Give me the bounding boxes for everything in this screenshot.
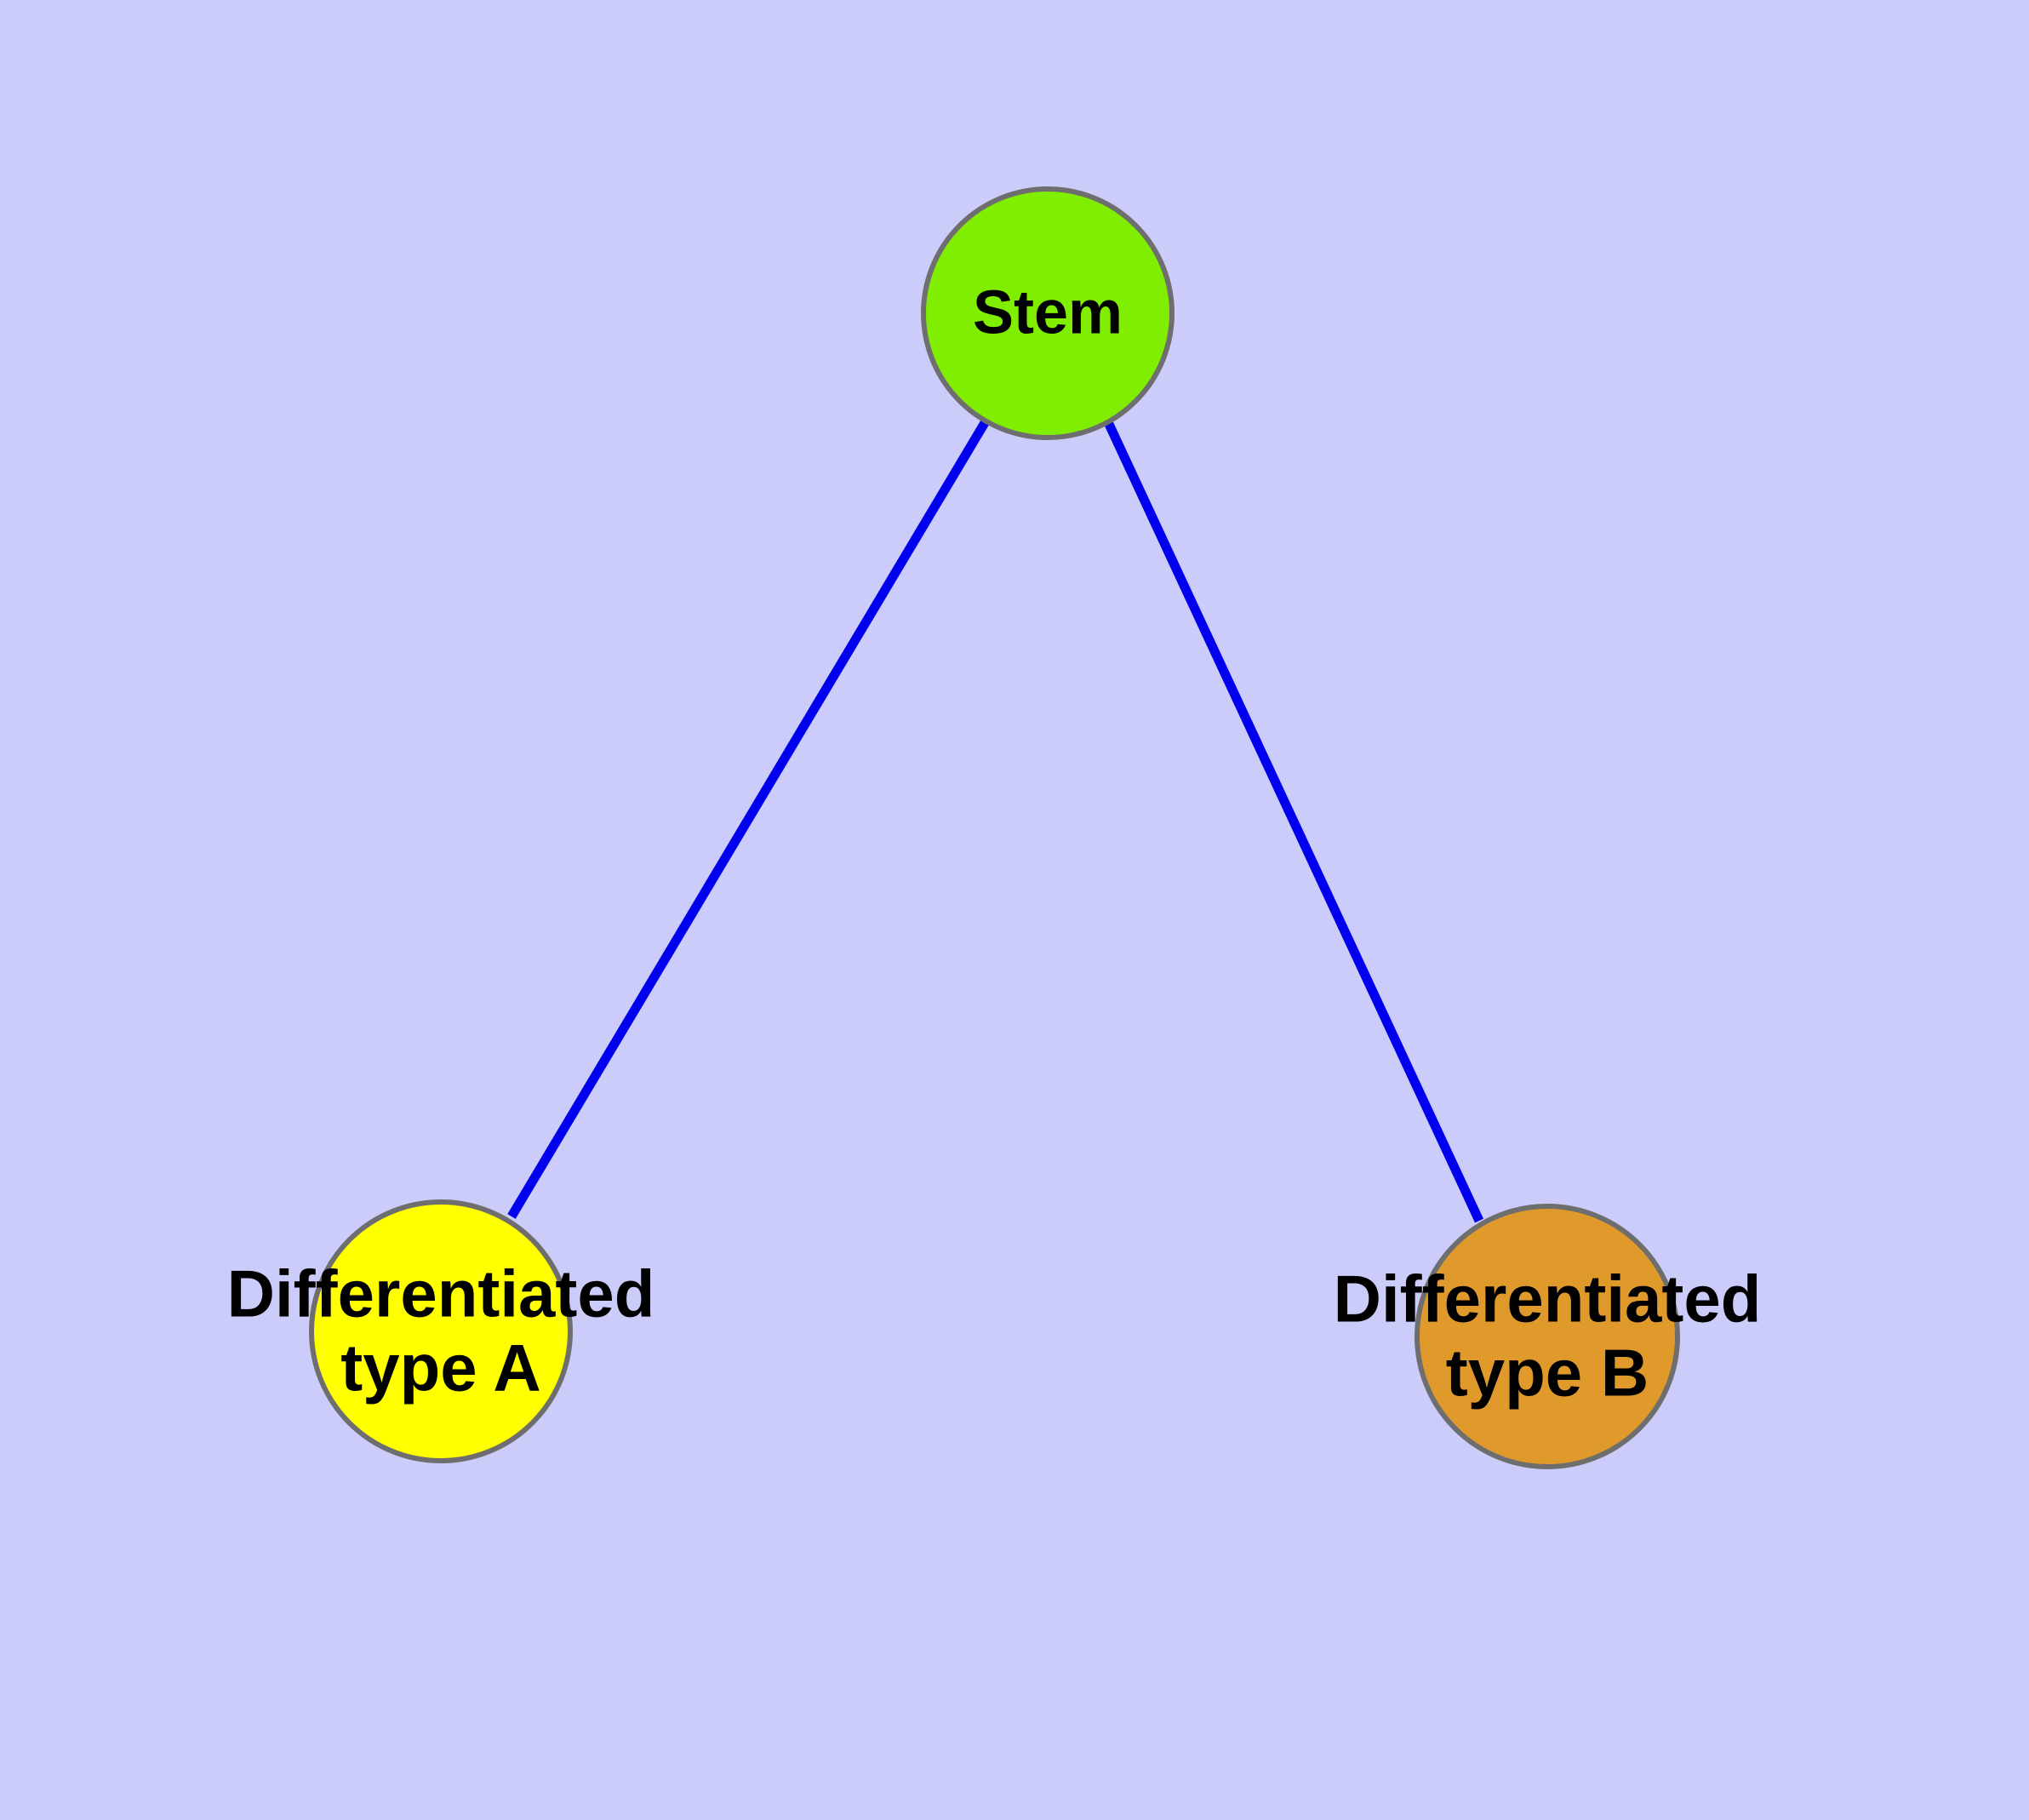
graph-edge — [507, 419, 990, 1219]
graph-node-diff-b[interactable] — [1415, 1204, 1680, 1469]
edges-layer — [507, 419, 1483, 1223]
graph-node-diff-a[interactable] — [309, 1199, 573, 1463]
graph-edge — [1104, 420, 1483, 1223]
graph-node-stem[interactable] — [921, 186, 1175, 440]
nodes-layer — [309, 186, 1680, 1469]
